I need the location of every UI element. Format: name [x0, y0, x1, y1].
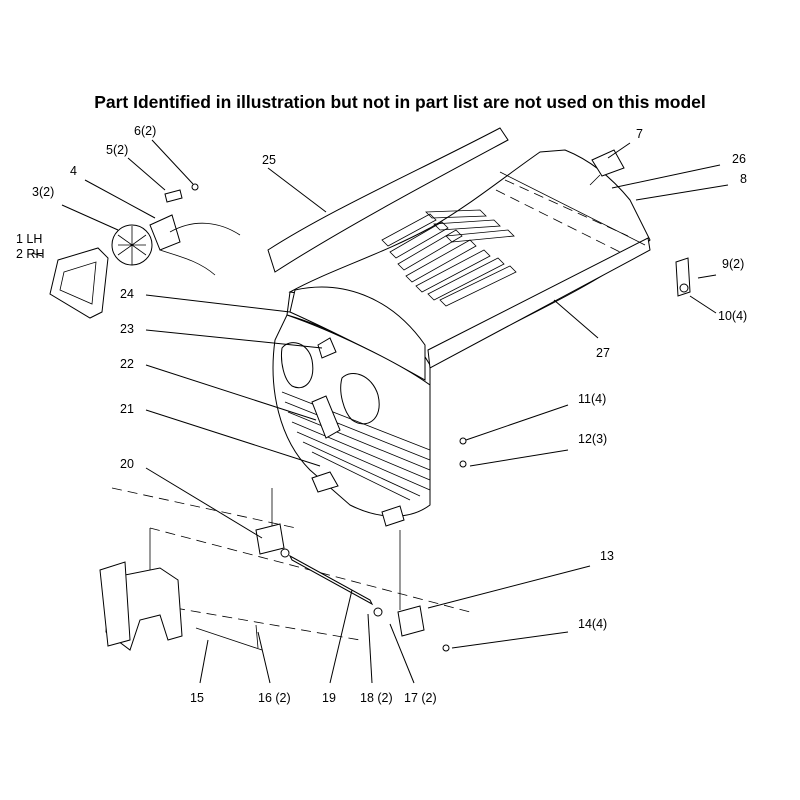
washer-12: [459, 460, 467, 468]
grille-foot-right: [381, 505, 405, 527]
callout-labels: 1 LH 2 RH 3(2) 4 5(2) 6(2) 7 8 9(2) 10(4…: [16, 124, 747, 705]
callout-20: 20: [120, 457, 134, 471]
nut-11: [459, 437, 467, 445]
callout-27: 27: [596, 346, 610, 360]
hood-handle: [591, 149, 625, 177]
callout-26: 26: [732, 152, 746, 166]
leader-lines: [31, 139, 729, 684]
callout-14: 14(4): [578, 617, 607, 631]
grille-assembly: [272, 314, 431, 527]
callout-22: 22: [120, 357, 134, 371]
callout-12: 12(3): [578, 432, 607, 446]
hinge-bracket-20: [255, 523, 285, 555]
callout-24: 24: [120, 287, 134, 301]
grille-bracket: [311, 471, 339, 493]
callout-4: 4: [70, 164, 77, 178]
hood-vents: [381, 209, 517, 307]
callout-10: 10(4): [718, 309, 747, 323]
side-trim-strip: [427, 237, 651, 369]
callout-18: 18 (2): [360, 691, 393, 705]
diagram-title: Part Identified in illustration but not …: [94, 92, 706, 112]
callout-6: 6(2): [134, 124, 156, 138]
callout-25: 25: [262, 153, 276, 167]
mount-frame-rear: [99, 561, 131, 647]
callout-2-rh: 2 RH: [16, 247, 44, 261]
callout-8: 8: [740, 172, 747, 186]
hinge-bracket-13: [397, 605, 425, 637]
headlight-housing: [49, 247, 109, 319]
grille-headlight-right: [340, 373, 380, 425]
callout-16: 16 (2): [258, 691, 291, 705]
hood-front-cap: [289, 286, 426, 381]
callout-23: 23: [120, 322, 134, 336]
hinge-rod: [288, 554, 374, 606]
grille-headlight-left: [281, 342, 314, 389]
callout-7: 7: [636, 127, 643, 141]
callout-17: 17 (2): [404, 691, 437, 705]
grille-latch: [311, 395, 341, 439]
callout-3: 3(2): [32, 185, 54, 199]
callout-9: 9(2): [722, 257, 744, 271]
grille-emblem: [317, 337, 337, 359]
screw-14: [442, 644, 450, 652]
lamp-bracket: [149, 214, 181, 251]
callout-19: 19: [322, 691, 336, 705]
callout-11: 11(4): [578, 392, 606, 406]
callout-15: 15: [190, 691, 204, 705]
hood-decal: [267, 127, 509, 273]
callout-13: 13: [600, 549, 614, 563]
callout-5: 5(2): [106, 143, 128, 157]
hood-assembly: [286, 149, 651, 386]
nut: [191, 183, 199, 191]
callout-1-lh: 1 LH: [16, 232, 42, 246]
callout-21: 21: [120, 402, 134, 416]
bolt: [164, 189, 183, 203]
lower-hinge-assembly: [99, 487, 471, 652]
